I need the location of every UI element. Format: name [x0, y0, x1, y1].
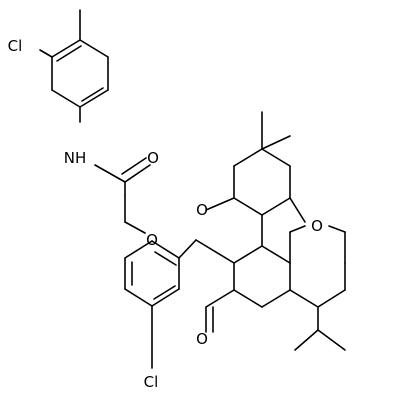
- bond-line: [151, 288, 180, 307]
- bond-line: [261, 245, 291, 264]
- bond-line: [233, 245, 263, 264]
- bond-line: [289, 197, 306, 223]
- bond-line: [79, 39, 109, 58]
- atom-label-o-ring: O: [311, 217, 323, 235]
- bond-line: [51, 89, 81, 108]
- bond-line: [317, 329, 346, 351]
- bond-line: [205, 197, 235, 211]
- bond-line: [261, 148, 291, 167]
- atom-label-o-ether: O: [146, 231, 158, 249]
- bond-line: [153, 285, 176, 300]
- bond-line: [124, 240, 153, 259]
- bond-line: [317, 289, 346, 308]
- bond-lines: [39, 9, 346, 369]
- bond-line: [79, 89, 109, 108]
- atom-label-cl-bottom: Cl: [144, 373, 159, 391]
- bond-line: [289, 289, 319, 308]
- atom-label-o-ketone-upper: O: [196, 201, 208, 219]
- bond-line: [121, 157, 147, 175]
- bond-line: [233, 197, 263, 216]
- bond-line: [261, 197, 291, 216]
- bond-line: [294, 329, 319, 351]
- atom-label-nh: NH: [64, 149, 87, 167]
- bond-line: [124, 288, 153, 307]
- bond-line: [39, 49, 53, 58]
- bond-line: [261, 289, 291, 308]
- bond-line: [233, 148, 263, 167]
- bond-line: [94, 164, 126, 183]
- bond-line: [124, 164, 151, 183]
- bond-line: [178, 239, 197, 259]
- bond-line: [81, 87, 104, 102]
- bond-line: [151, 240, 180, 259]
- atom-label-o-ketone-lower: O: [196, 330, 208, 348]
- atom-label-o-carbonyl: O: [147, 149, 159, 167]
- bond-line: [51, 39, 81, 58]
- bond-line: [233, 289, 263, 308]
- bond-line: [124, 221, 146, 234]
- bond-line: [56, 45, 82, 62]
- bond-line: [261, 135, 291, 150]
- bond-line: [205, 289, 235, 308]
- bond-line: [328, 225, 346, 233]
- atom-label-cl-top: Cl: [8, 37, 23, 55]
- bond-line: [195, 239, 235, 264]
- bond-line: [154, 251, 177, 266]
- bond-line: [289, 225, 306, 233]
